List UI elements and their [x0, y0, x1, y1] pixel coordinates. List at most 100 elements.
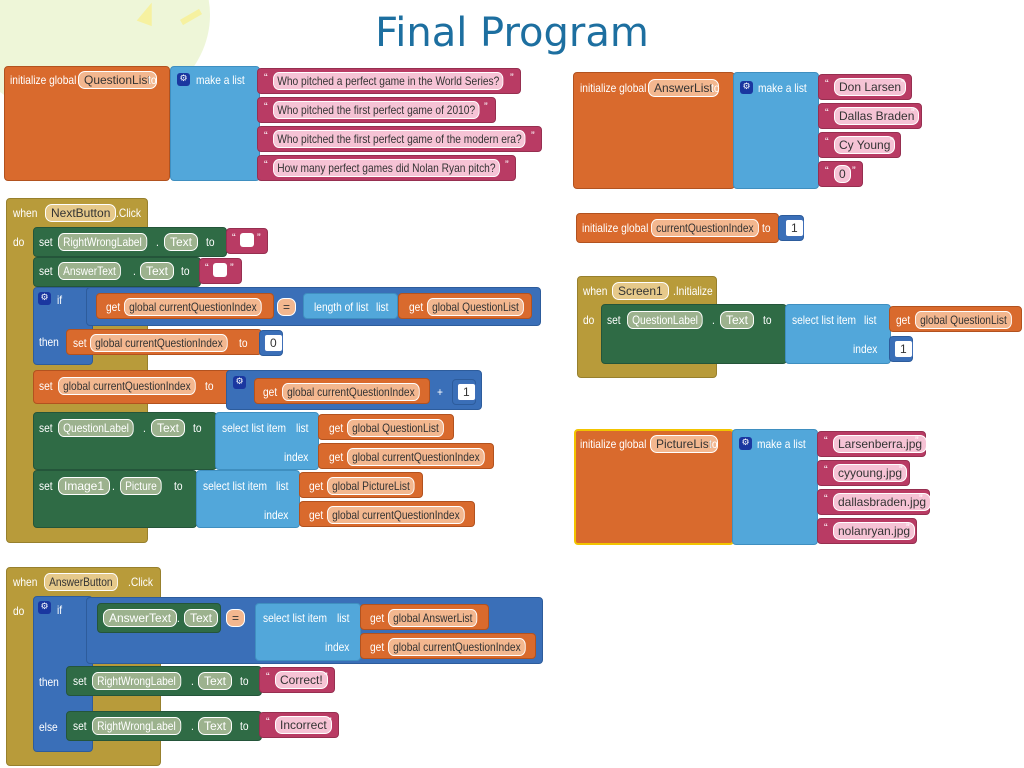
property-dropdown[interactable]: Text	[151, 419, 186, 437]
select-list-item-block[interactable]	[785, 304, 891, 364]
quote-close-icon: ”	[899, 464, 903, 476]
component-dropdown[interactable]: AnswerButton	[44, 573, 118, 591]
set-label: set	[73, 336, 87, 350]
property-dropdown[interactable]: Text	[164, 233, 199, 251]
property-dropdown[interactable]: Picture	[120, 477, 162, 495]
variable-dropdown[interactable]: global PictureList	[327, 477, 415, 495]
quote-close-icon: ”	[257, 232, 261, 244]
quote-open-icon: “	[824, 493, 828, 505]
string-field[interactable]: Who pitched the first perfect game of th…	[273, 130, 526, 148]
else-label: else	[39, 720, 58, 734]
quote-close-icon: ”	[915, 435, 919, 447]
to-label: to	[240, 719, 249, 733]
variable-dropdown[interactable]: global currentQuestionIndex	[124, 298, 262, 316]
get-label: get	[329, 450, 344, 464]
string-field[interactable]: 0	[834, 165, 851, 183]
empty-string-field[interactable]	[213, 263, 227, 277]
variable-dropdown[interactable]: global QuestionList	[427, 298, 524, 316]
mutator-gear-icon[interactable]: ⚙	[177, 73, 190, 86]
do-label: do	[13, 235, 25, 249]
mutator-gear-icon[interactable]: ⚙	[233, 376, 246, 389]
mutator-gear-icon[interactable]: ⚙	[38, 292, 51, 305]
variable-dropdown[interactable]: global currentQuestionIndex	[327, 506, 465, 524]
string-field[interactable]: How many perfect games did Nolan Ryan pi…	[273, 159, 500, 177]
string-field[interactable]: nolanryan.jpg	[833, 522, 916, 540]
variable-dropdown[interactable]: global currentQuestionIndex	[347, 448, 485, 466]
get-label: get	[370, 640, 385, 654]
number-field[interactable]: 1	[785, 219, 804, 237]
quote-open-icon: “	[264, 101, 268, 113]
number-field[interactable]: 1	[894, 340, 913, 358]
component-dropdown[interactable]: QuestionLabel	[627, 311, 703, 329]
mutator-gear-icon[interactable]: ⚙	[739, 437, 752, 450]
to-label: to	[762, 221, 771, 235]
initialize-global-label: initialize global	[10, 73, 77, 87]
variable-name-field[interactable]: AnswerList	[648, 79, 719, 97]
when-label: when	[583, 284, 608, 298]
variable-name-field[interactable]: QuestionList	[78, 71, 157, 89]
component-dropdown[interactable]: Screen1	[612, 282, 669, 300]
when-label: when	[13, 575, 38, 589]
variable-dropdown[interactable]: global AnswerList	[388, 609, 478, 627]
string-field[interactable]: Incorrect	[275, 716, 332, 734]
string-field[interactable]: Who pitched a perfect game in the World …	[273, 72, 504, 90]
select-list-item-block[interactable]	[215, 412, 319, 470]
length-of-list-label: length of list	[314, 300, 369, 314]
variable-name-field[interactable]: currentQuestionIndex	[651, 219, 759, 237]
component-dropdown[interactable]: RightWrongLabel	[58, 233, 147, 251]
component-dropdown[interactable]: QuestionLabel	[58, 419, 134, 437]
empty-string-field[interactable]	[240, 233, 254, 247]
component-dropdown[interactable]: AnswerText	[103, 609, 178, 627]
event-name-label: .Click	[116, 206, 141, 220]
do-label: do	[13, 604, 25, 618]
property-dropdown[interactable]: Text	[198, 717, 233, 735]
string-field[interactable]: Cy Young	[834, 136, 896, 154]
when-label: when	[13, 206, 38, 220]
length-of-list-block[interactable]	[303, 293, 398, 319]
to-label: to	[239, 336, 248, 350]
variable-dropdown[interactable]: global currentQuestionIndex	[388, 638, 526, 656]
property-dropdown[interactable]: Text	[184, 609, 219, 627]
component-dropdown[interactable]: Image1	[58, 477, 111, 495]
string-field[interactable]: Correct!	[275, 671, 328, 689]
list-label: list	[337, 611, 350, 625]
component-dropdown[interactable]: NextButton	[45, 204, 117, 222]
variable-dropdown[interactable]: global currentQuestionIndex	[58, 377, 196, 395]
string-field[interactable]: Dallas Braden	[834, 107, 920, 125]
page-title: Final Program	[375, 10, 649, 56]
string-field[interactable]: dallasbraden.jpg	[833, 493, 932, 511]
select-list-item-block[interactable]	[196, 470, 300, 528]
string-field[interactable]: Larsenberra.jpg	[833, 435, 928, 453]
component-dropdown[interactable]: RightWrongLabel	[92, 672, 181, 690]
quote-close-icon: ”	[531, 130, 535, 142]
get-label: get	[263, 385, 278, 399]
property-dropdown[interactable]: Text	[140, 262, 175, 280]
variable-dropdown[interactable]: global currentQuestionIndex	[90, 334, 228, 352]
variable-dropdown[interactable]: global currentQuestionIndex	[282, 383, 420, 401]
then-label: then	[39, 675, 59, 689]
component-dropdown[interactable]: RightWrongLabel	[92, 717, 181, 735]
get-label: get	[309, 508, 324, 522]
string-field[interactable]: cyyoung.jpg	[833, 464, 908, 482]
variable-dropdown[interactable]: global QuestionList	[915, 311, 1012, 329]
mutator-gear-icon[interactable]: ⚙	[740, 81, 753, 94]
to-label: to	[763, 313, 772, 327]
string-field[interactable]: Don Larsen	[834, 78, 907, 96]
quote-close-icon: ”	[484, 101, 488, 113]
string-field[interactable]: Who pitched the first perfect game of 20…	[273, 101, 480, 119]
variable-dropdown[interactable]: global QuestionList	[347, 419, 444, 437]
number-field[interactable]: 0	[264, 334, 283, 352]
number-field[interactable]: 1	[457, 383, 476, 401]
select-list-item-label: select list item	[792, 313, 857, 327]
mutator-gear-icon[interactable]: ⚙	[38, 601, 51, 614]
operator-dropdown[interactable]: =	[277, 298, 297, 316]
to-label: to	[206, 235, 215, 249]
component-dropdown[interactable]: AnswerText	[58, 262, 121, 280]
property-dropdown[interactable]: Text	[198, 672, 233, 690]
set-label: set	[607, 313, 621, 327]
select-list-item-block[interactable]	[255, 603, 361, 661]
property-dropdown[interactable]: Text	[720, 311, 755, 329]
operator-dropdown[interactable]: =	[226, 609, 246, 627]
variable-name-field[interactable]: PictureList	[650, 435, 719, 453]
set-statement-block[interactable]	[33, 470, 197, 528]
